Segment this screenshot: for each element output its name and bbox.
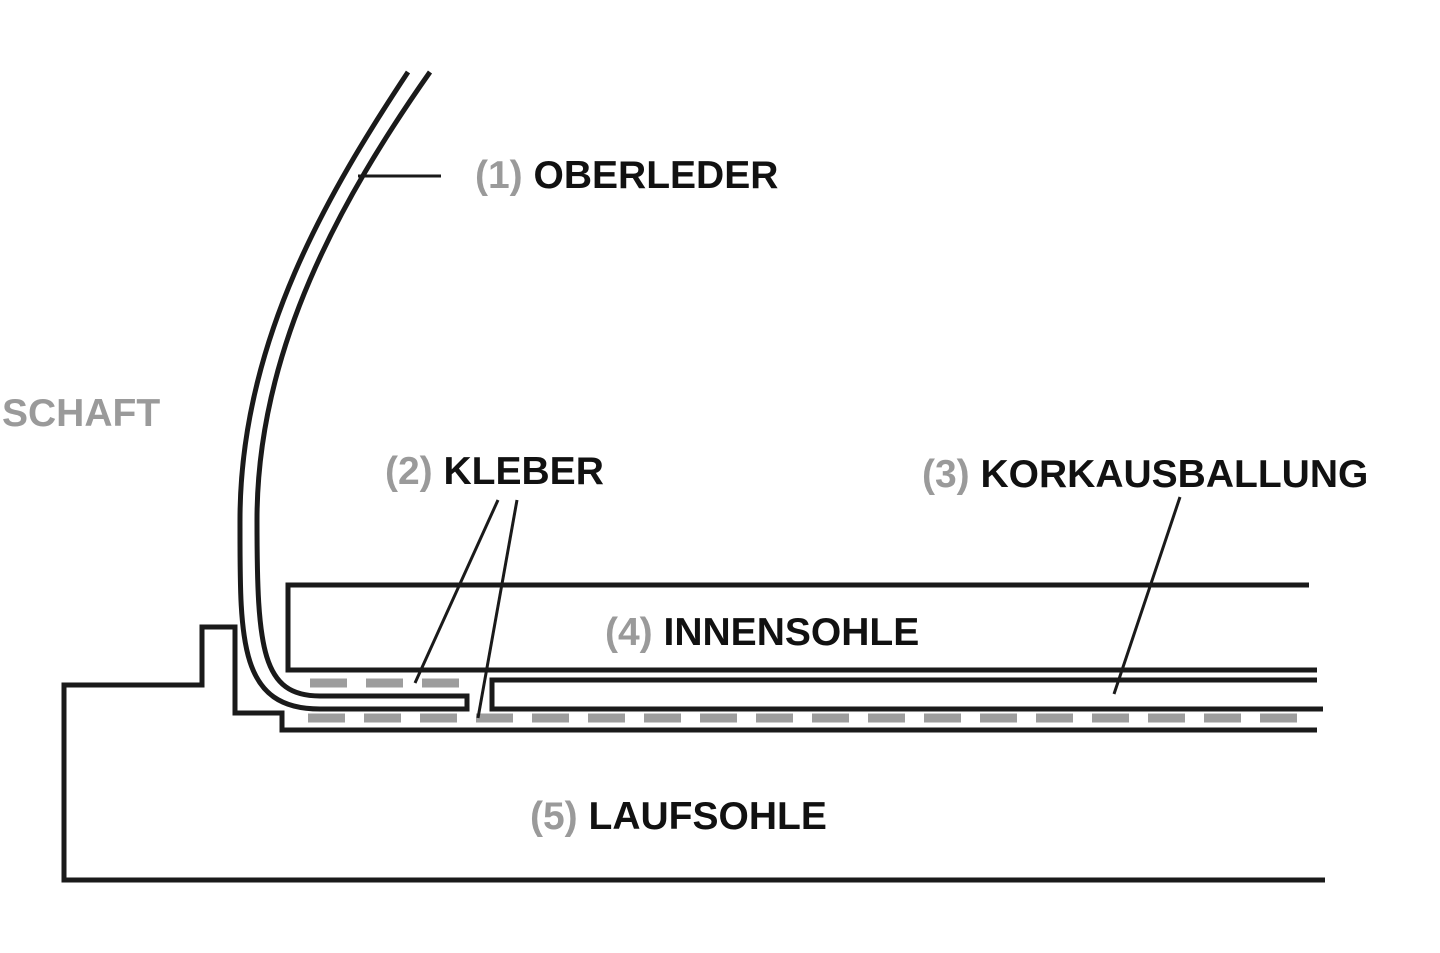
outsole-outline bbox=[61, 624, 1325, 883]
part-number: (5) bbox=[530, 795, 578, 838]
part-number: (2) bbox=[385, 450, 433, 493]
part-name: KLEBER bbox=[444, 450, 604, 493]
label-schaft: SCHAFT bbox=[2, 392, 160, 435]
label-korkausballung: (3) KORKAUSBALLUNG bbox=[922, 453, 1368, 496]
part-name: KORKAUSBALLUNG bbox=[981, 453, 1369, 496]
insole-outline bbox=[285, 582, 1317, 673]
leader-line-kleber-2 bbox=[476, 499, 519, 719]
part-number: (3) bbox=[922, 453, 970, 496]
part-number: (1) bbox=[475, 154, 523, 197]
label-kleber: (2) KLEBER bbox=[385, 450, 604, 493]
cork-filling-outline bbox=[489, 677, 1323, 712]
leader-line-korkausballung bbox=[1112, 496, 1182, 695]
part-name: INNENSOHLE bbox=[664, 611, 920, 654]
part-name: OBERLEDER bbox=[534, 154, 779, 197]
label-laufsohle: (5) LAUFSOHLE bbox=[530, 795, 827, 838]
leader-line-kleber-1 bbox=[413, 499, 500, 684]
upper-leather-outline bbox=[237, 70, 470, 712]
part-name: LAUFSOHLE bbox=[589, 795, 827, 838]
label-oberleder: (1) OBERLEDER bbox=[475, 154, 778, 197]
label-innensohle: (4) INNENSOHLE bbox=[605, 611, 919, 654]
part-number: (4) bbox=[605, 611, 653, 654]
